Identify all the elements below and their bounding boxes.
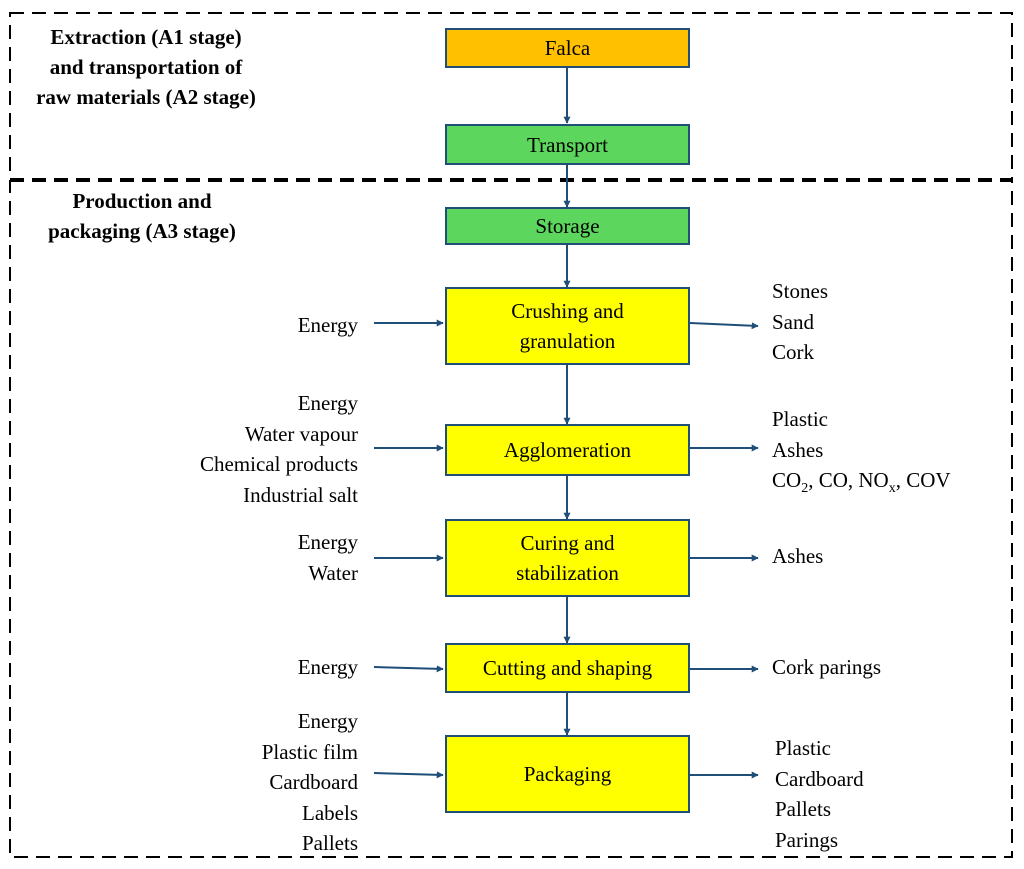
- a1a2-stage-label-line: and transportation of: [49, 55, 243, 79]
- input-item: Energy: [297, 313, 358, 337]
- falca-box: Falca: [445, 28, 690, 68]
- input-item: Energy: [297, 391, 358, 415]
- output-item: Cork parings: [772, 655, 882, 679]
- cutting-label: Cutting and shaping: [482, 656, 653, 680]
- agglomeration-outputs: Plastic Ashes CO2, CO, NOx, COV: [772, 404, 951, 496]
- output-item: Ashes: [772, 437, 824, 462]
- packaging-outputs: Plastic Cardboard Pallets Parings: [775, 733, 864, 855]
- transport-label: Transport: [527, 132, 608, 157]
- crushing-label-line: Crushing and: [511, 299, 624, 323]
- agglomeration-inputs: Energy Water vapour Chemical products In…: [200, 388, 358, 510]
- agglomeration-label: Agglomeration: [503, 438, 632, 462]
- crushing-outputs: Stones Sand Cork: [772, 276, 828, 368]
- output-item: Cardboard: [775, 766, 864, 791]
- arrow-output-crushing: [689, 322, 759, 330]
- output-item: Ashes: [772, 544, 824, 568]
- storage-box: Storage: [445, 207, 690, 245]
- input-item: Chemical products: [199, 452, 358, 476]
- cov-text: , COV: [895, 468, 951, 492]
- a3-stage-frame: [9, 180, 1013, 858]
- cutting-inputs: Energy: [298, 652, 358, 683]
- input-item: Labels: [302, 800, 358, 825]
- cutting-box: Cutting and shaping: [445, 643, 690, 693]
- arrow-input-cutting: [373, 665, 444, 673]
- crushing-label-line: granulation: [519, 329, 616, 353]
- co-nox-text: , CO, NO: [808, 468, 889, 492]
- co2-text: CO: [772, 468, 802, 492]
- output-item: Stones: [772, 279, 829, 303]
- a3-stage-label: Production and packaging (A3 stage): [34, 186, 250, 246]
- packaging-label: Packaging: [523, 762, 612, 786]
- input-item: Cardboard: [269, 770, 358, 794]
- a1a2-stage-frame: [9, 12, 1013, 180]
- a1a2-stage-label-line: Extraction (A1 stage): [50, 25, 242, 49]
- input-item: Energy: [297, 530, 358, 554]
- curing-inputs: Energy Water: [298, 527, 358, 588]
- input-item: Water vapour: [244, 421, 358, 446]
- transport-box: Transport: [445, 124, 690, 165]
- emissions-item: CO2, CO, NOx, COV: [772, 465, 951, 496]
- output-item: Plastic: [772, 407, 828, 431]
- output-item: Cork: [772, 340, 814, 364]
- nox-subscript: x: [888, 481, 896, 497]
- input-item: Energy: [297, 655, 358, 679]
- input-item: Pallets: [302, 831, 358, 855]
- curing-box: Curing and stabilization: [445, 519, 690, 597]
- a1a2-stage-label: Extraction (A1 stage) and transportation…: [8, 22, 284, 112]
- curing-label-line: stabilization: [516, 561, 619, 585]
- a1a2-stage-label-line: raw materials (A2 stage): [36, 85, 256, 109]
- output-item: Pallets: [775, 797, 831, 821]
- output-item: Plastic: [775, 736, 831, 760]
- co2-subscript: 2: [801, 481, 809, 497]
- input-item: Plastic film: [261, 739, 358, 764]
- falca-label: Falca: [544, 36, 591, 60]
- a3-stage-label-line: packaging (A3 stage): [48, 219, 236, 243]
- cutting-outputs: Cork parings: [772, 652, 881, 683]
- a3-stage-label-line: Production and: [72, 189, 212, 213]
- curing-outputs: Ashes: [772, 541, 823, 572]
- arrow-input-packaging: [373, 771, 444, 779]
- crushing-box: Crushing and granulation: [445, 287, 690, 365]
- crushing-inputs: Energy: [298, 310, 358, 341]
- curing-label-line: Curing and: [520, 531, 615, 555]
- input-item: Water: [308, 560, 358, 585]
- input-item: Industrial salt: [243, 482, 358, 507]
- agglomeration-box: Agglomeration: [445, 424, 690, 476]
- storage-label: Storage: [535, 214, 600, 238]
- input-item: Energy: [297, 709, 358, 733]
- packaging-inputs: Energy Plastic film Cardboard Labels Pal…: [262, 706, 358, 859]
- packaging-box: Packaging: [445, 735, 690, 813]
- output-item: Sand: [772, 309, 814, 334]
- output-item: Parings: [775, 827, 838, 852]
